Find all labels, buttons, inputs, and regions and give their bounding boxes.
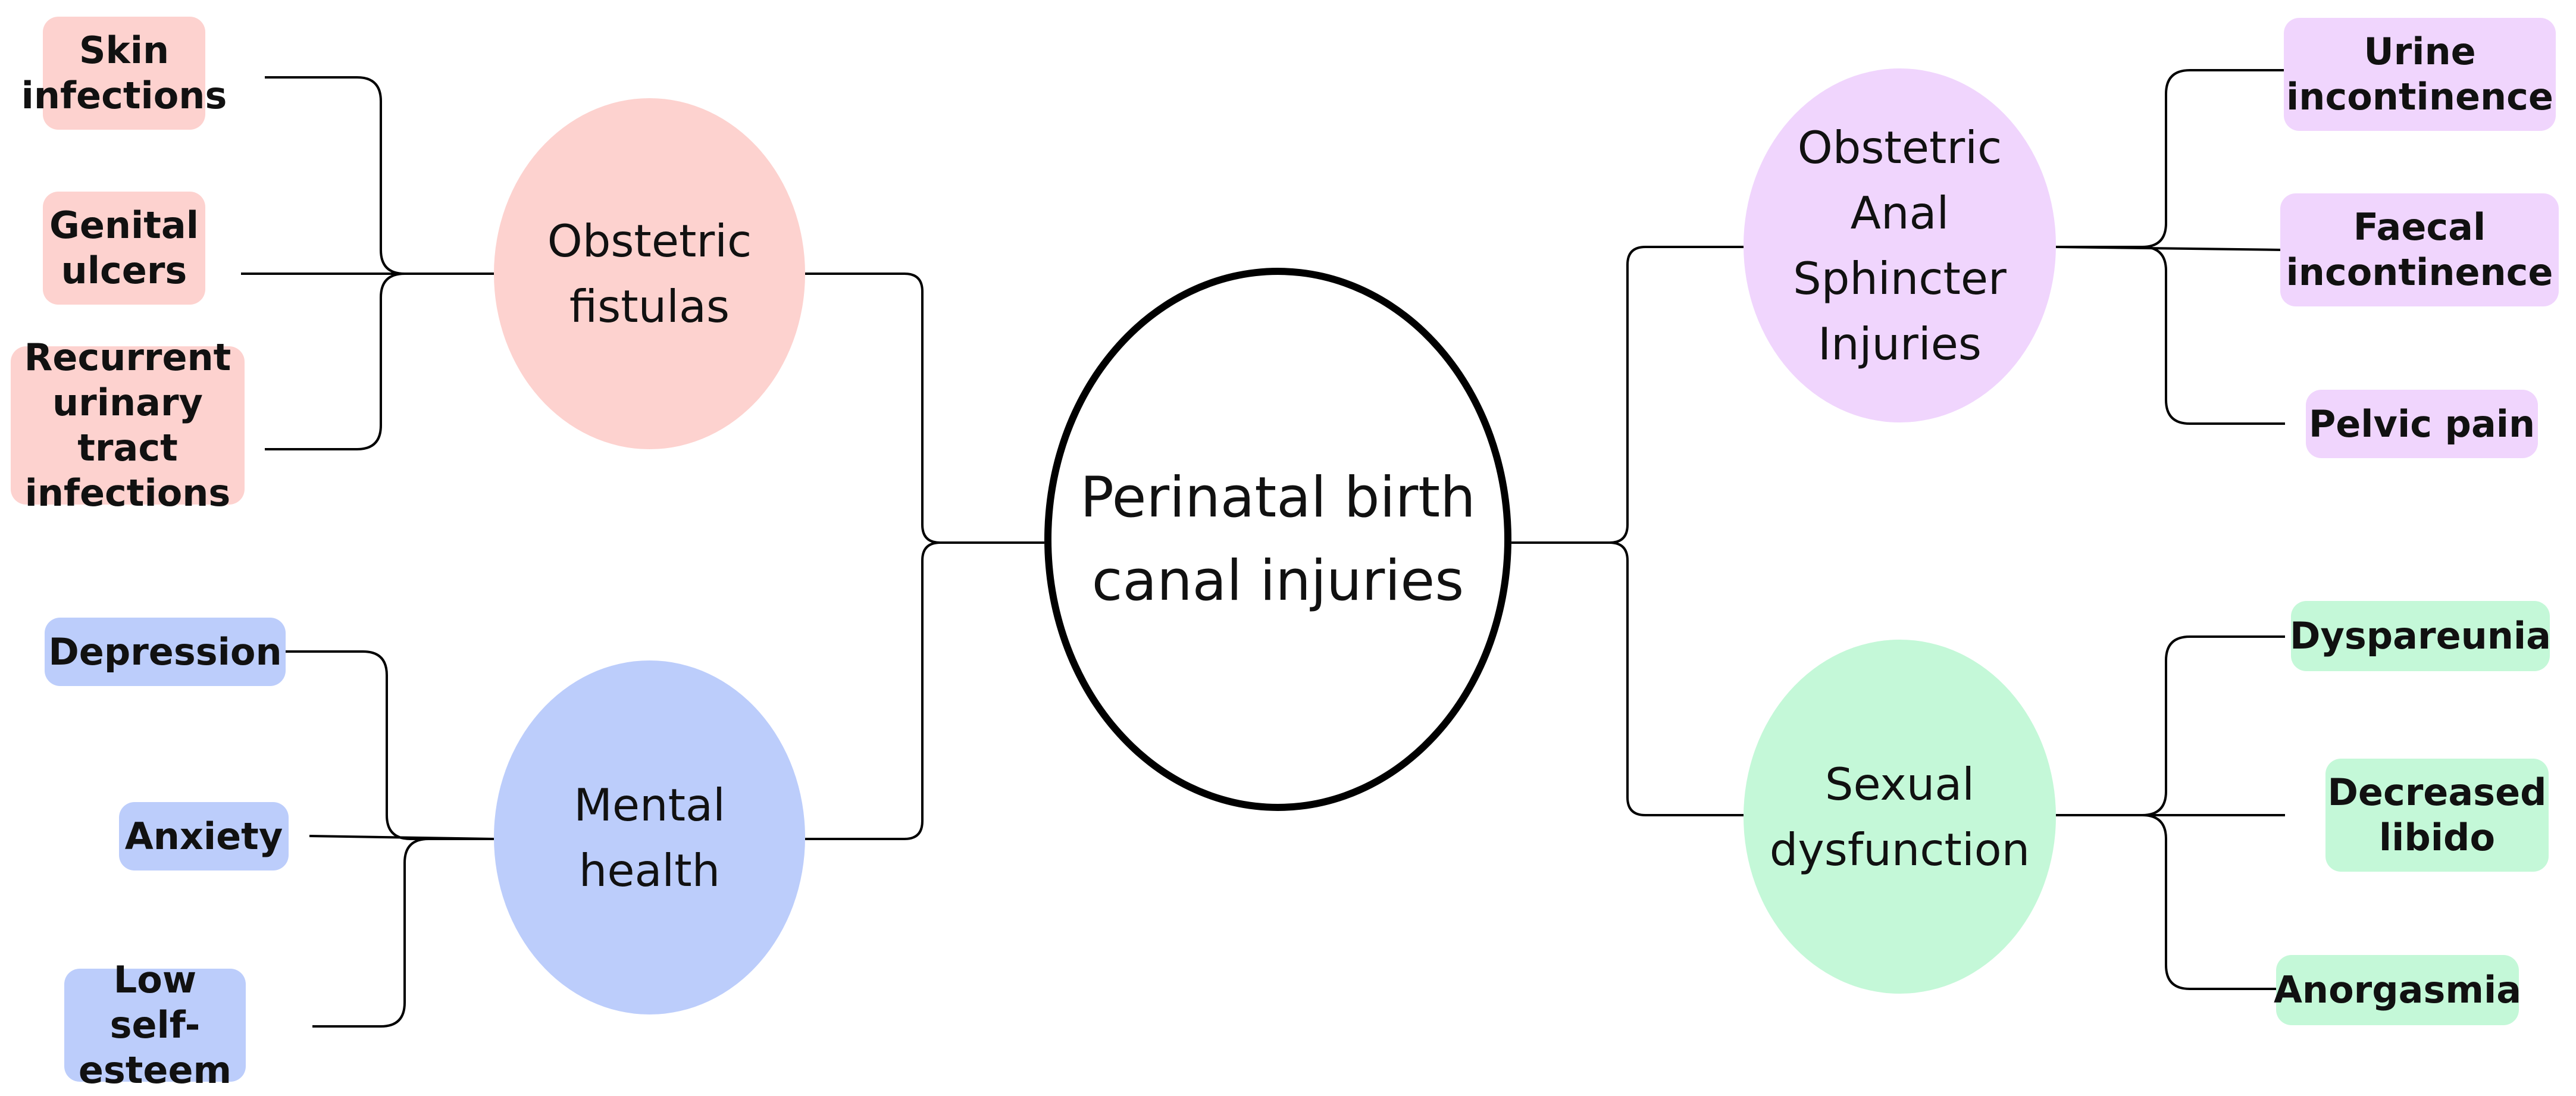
central-node-label: Perinatal birth canal injuries — [1080, 465, 1476, 613]
leaf-label: Genital ulcers — [49, 203, 199, 292]
connector-center-to-oasi — [1511, 246, 1744, 544]
connector-oasi-to-urine-incontinence — [2056, 69, 2285, 248]
connector-mental-to-anxiety — [309, 835, 494, 840]
leaf-label: Anorgasmia — [2273, 968, 2522, 1012]
leaf-dyspareunia: Dyspareunia — [2290, 601, 2551, 671]
leaf-label: Pelvic pain — [2308, 402, 2536, 446]
connector-center-to-mental-health — [805, 541, 941, 840]
leaf-label: Dyspareunia — [2290, 614, 2551, 657]
leaf-label: Faecal incontinence — [2286, 205, 2553, 294]
connector-center-to-obstetric-fistulas — [805, 273, 1044, 544]
leaf-anorgasmia: Anorgasmia — [2273, 955, 2522, 1025]
connector-sexual-to-dyspareunia — [2056, 635, 2285, 816]
leaf-skin-infections: Skin infections — [21, 17, 227, 130]
branch-obstetric-fistulas: Obstetric fistulas — [494, 98, 805, 449]
branch-label: Mental health — [574, 778, 725, 897]
leaf-faecal-incontinence: Faecal incontinence — [2280, 193, 2559, 306]
branch-mental-health: Mental health — [494, 660, 805, 1014]
leaf-label: Depression — [48, 630, 282, 674]
leaf-urine-incontinence: Urine incontinence — [2284, 18, 2556, 131]
leaf-label: Low self- esteem — [78, 958, 232, 1092]
leaf-label: Decreased libido — [2327, 771, 2547, 859]
leaf-recurrent-urinary-tract-infections: Recurrent urinary tract infections — [11, 336, 245, 515]
branch-label: Obstetric fistulas — [547, 215, 752, 333]
leaf-label: Recurrent urinary tract infections — [24, 336, 231, 515]
central-node: Perinatal birth canal injuries — [1044, 268, 1511, 811]
branch-label: Obstetric Anal Sphincter Injuries — [1793, 121, 2007, 370]
leaf-label: Urine incontinence — [2286, 30, 2553, 118]
connector-oasi-to-pelvic-pain — [2142, 246, 2285, 425]
connector-mental-to-depression — [286, 650, 494, 840]
branch-sexual-dysfunction: Sexual dysfunction — [1744, 640, 2056, 994]
connector-sexual-to-anorgasmia — [2142, 814, 2285, 990]
connector-oasi-to-faecal-incontinence — [2055, 246, 2283, 251]
leaf-label: Anxiety — [124, 814, 283, 858]
connector-mental-to-low-self-esteem — [312, 838, 429, 1028]
leaf-genital-ulcers: Genital ulcers — [43, 192, 205, 305]
branch-obstetric-anal-sphincter-injuries: Obstetric Anal Sphincter Injuries — [1744, 68, 2056, 422]
leaf-label: Skin infections — [21, 29, 227, 117]
leaf-decreased-libido: Decreased libido — [2325, 759, 2549, 872]
connector-fistulas-to-skin-infections — [265, 76, 494, 275]
branch-label: Sexual dysfunction — [1769, 757, 2030, 876]
connector-fistulas-to-recurrent-uti — [265, 273, 405, 450]
leaf-pelvic-pain: Pelvic pain — [2306, 390, 2538, 458]
connector-center-to-sexual-dysfunction — [1609, 541, 1744, 816]
leaf-anxiety: Anxiety — [119, 802, 289, 870]
leaf-depression: Depression — [45, 618, 286, 686]
leaf-low-self-esteem: Low self- esteem — [64, 958, 246, 1092]
